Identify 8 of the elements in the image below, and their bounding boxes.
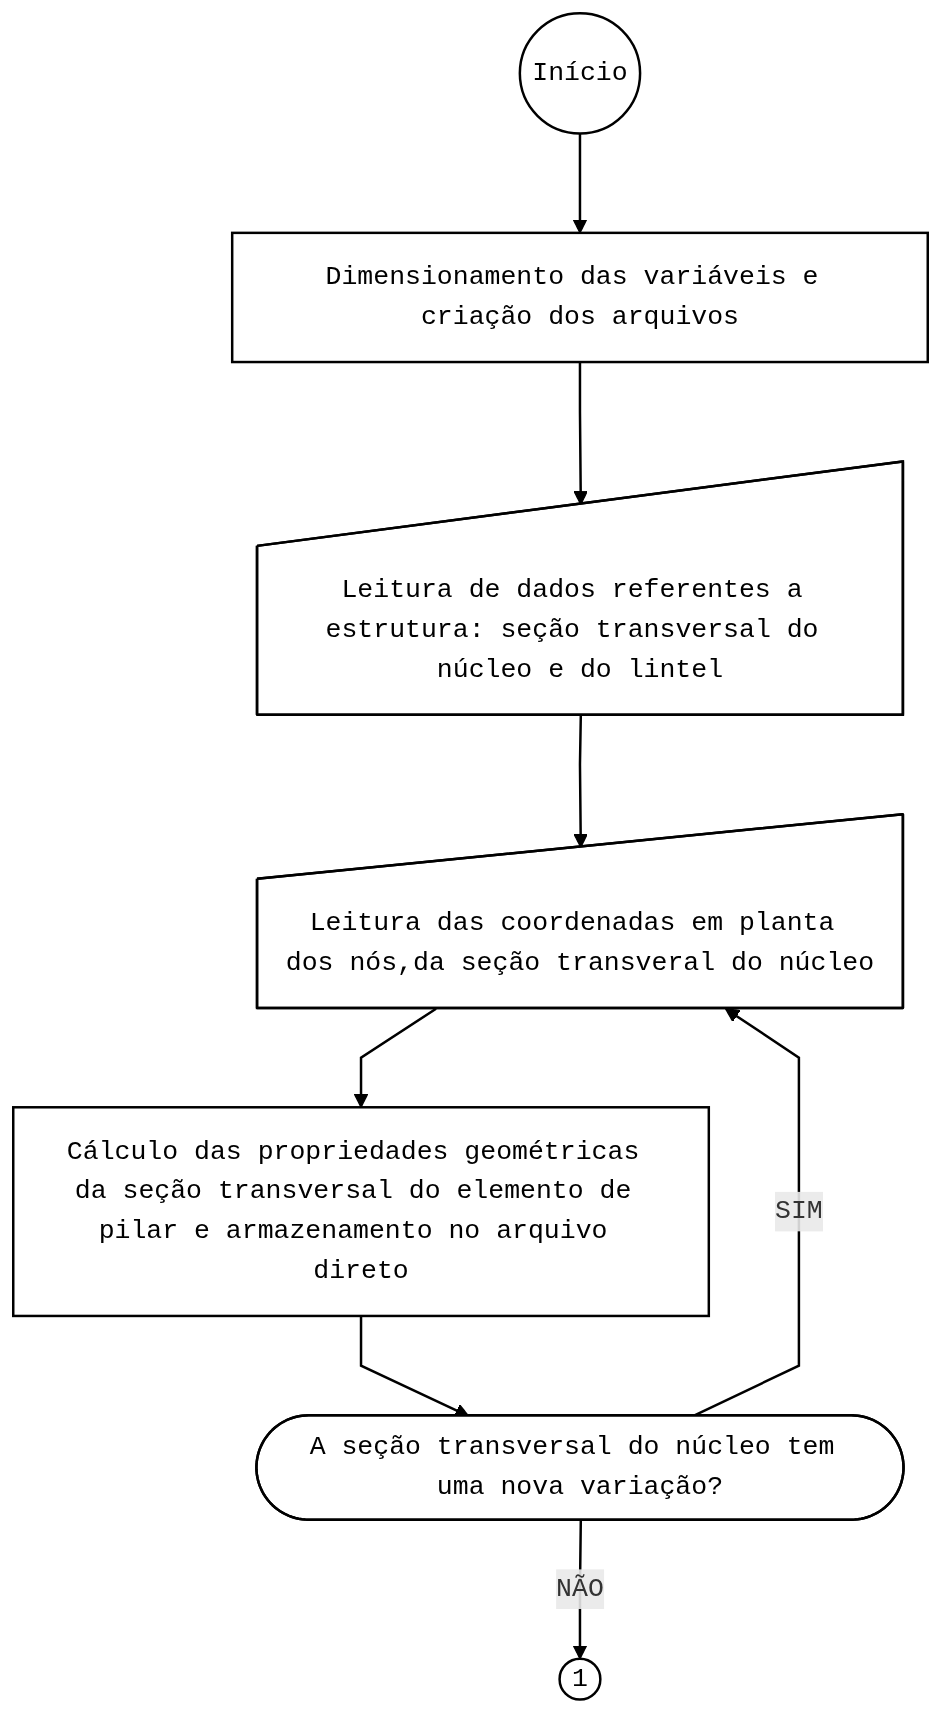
node-box: Cálculo das propriedades geométricas da seção transversal do elemento de pilar e armazenamento no arquivo direto [12,1106,711,1318]
edge-label: NÃO [556,1574,604,1605]
node-circle: 1 [558,1657,602,1701]
node-circle: Início [518,12,642,135]
edge-label: SIM [775,1196,823,1227]
node-box: Dimensionamento das variáveis e criação dos arquivos [230,231,929,364]
arrow [573,715,588,848]
arrow [353,1007,437,1108]
